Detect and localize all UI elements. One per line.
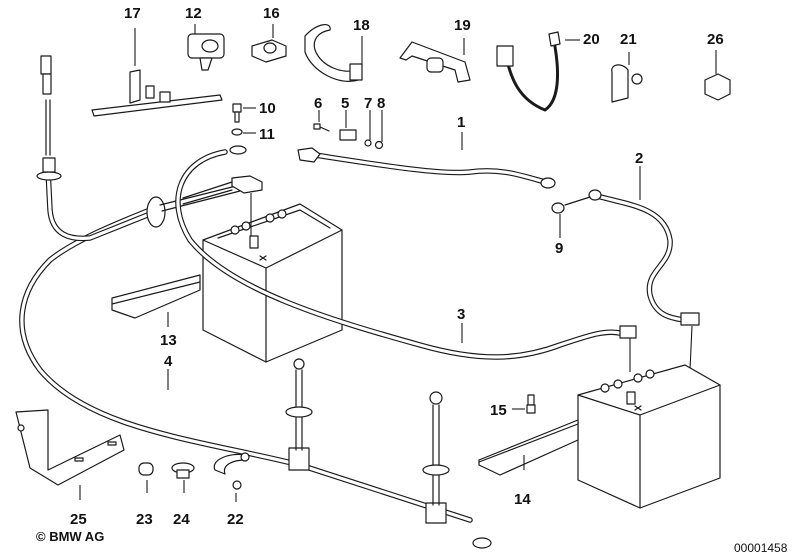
part-18-cable-strap[interactable]	[304, 24, 363, 82]
callout-22[interactable]: 22	[227, 511, 244, 528]
part-20-cable-tie-strap[interactable]	[496, 31, 561, 112]
battery-right	[577, 364, 721, 509]
callout-23[interactable]: 23	[136, 511, 153, 528]
part-12-cable-holder[interactable]	[187, 33, 225, 71]
diagram-id: 00001458	[734, 541, 788, 555]
callout-26[interactable]: 26	[707, 31, 724, 48]
part-10-bolt[interactable]	[232, 103, 242, 123]
callout-12[interactable]: 12	[185, 5, 202, 22]
part-5-terminal-clamp[interactable]	[339, 129, 357, 141]
callout-1[interactable]: 1	[457, 114, 465, 131]
part-9-nut[interactable]	[551, 196, 591, 214]
callout-20[interactable]: 20	[583, 31, 600, 48]
callout-21[interactable]: 21	[620, 31, 637, 48]
cable-1[interactable]	[297, 147, 556, 189]
battery-holder-rail-14	[478, 419, 579, 476]
cable-2[interactable]	[588, 189, 700, 372]
part-6-screw[interactable]	[313, 123, 330, 132]
callout-9[interactable]: 9	[555, 240, 563, 257]
battery-left	[202, 203, 343, 363]
callouts: 17 12 16 18 19 20 21 26 10 11 6 5 7 8 1 …	[70, 5, 724, 528]
part-23-grommet[interactable]	[138, 462, 154, 476]
part-26-cable-holder[interactable]	[704, 73, 731, 101]
part-22-cable-clamp[interactable]	[213, 452, 250, 490]
part-16-cable-clip[interactable]	[251, 39, 287, 63]
callout-16[interactable]: 16	[263, 5, 280, 22]
part-21-cable-clip[interactable]	[611, 64, 643, 103]
leader-lines	[79, 24, 717, 502]
cable-3[interactable]	[175, 145, 637, 360]
callout-10[interactable]: 10	[259, 100, 276, 117]
part-8-nut[interactable]	[374, 140, 384, 150]
callout-14[interactable]: 14	[514, 491, 531, 508]
part-11-washer[interactable]	[231, 128, 243, 136]
callout-15[interactable]: 15	[490, 402, 507, 419]
part-24-grommet[interactable]	[171, 462, 195, 479]
callout-25[interactable]: 25	[70, 511, 87, 528]
callout-11[interactable]: 11	[259, 126, 275, 143]
callout-7[interactable]: 7	[364, 95, 372, 112]
callout-6[interactable]: 6	[314, 95, 322, 112]
callout-5[interactable]: 5	[341, 95, 349, 112]
part-19-terminal-cover[interactable]	[399, 41, 471, 83]
part-25-bracket[interactable]	[15, 409, 125, 486]
terminal-clamp-left	[182, 175, 263, 236]
callout-2[interactable]: 2	[635, 150, 643, 167]
copyright-notice: © BMW AG	[36, 529, 104, 544]
battery-holder-rail-13	[111, 274, 201, 319]
callout-17[interactable]: 17	[124, 5, 141, 22]
callout-24[interactable]: 24	[173, 511, 190, 528]
callout-13[interactable]: 13	[160, 332, 177, 349]
callout-18[interactable]: 18	[353, 17, 370, 34]
callout-4[interactable]: 4	[164, 353, 173, 370]
callout-3[interactable]: 3	[457, 306, 465, 323]
callout-19[interactable]: 19	[454, 17, 471, 34]
part-7-washer[interactable]	[364, 139, 372, 147]
cable-4[interactable]	[19, 55, 492, 549]
part-15-expanding-rivet[interactable]	[526, 394, 536, 414]
part-17-holder-bracket[interactable]	[91, 69, 223, 117]
callout-8[interactable]: 8	[377, 95, 385, 112]
